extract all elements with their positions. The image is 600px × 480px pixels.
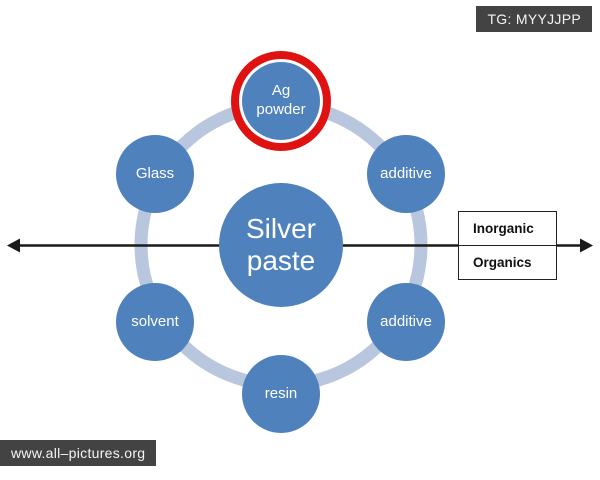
node-additive-right-bottom-label: additive bbox=[380, 312, 432, 330]
watermark-bottom-left: www.all–pictures.org bbox=[0, 440, 157, 466]
node-silver-paste: Silver paste bbox=[219, 183, 343, 307]
node-additive-right-top: additive bbox=[367, 135, 445, 213]
node-solvent: solvent bbox=[116, 283, 194, 361]
left-arrowhead-icon bbox=[7, 238, 20, 253]
node-glass-label: Glass bbox=[135, 164, 175, 182]
node-ag-powder-label: Ag powder bbox=[256, 82, 306, 118]
node-additive-right-top-label: additive bbox=[380, 164, 432, 182]
axis-label-box: Inorganic Organics bbox=[458, 211, 557, 281]
node-resin: resin bbox=[242, 355, 320, 433]
node-silver-paste-label: Silver paste bbox=[245, 212, 316, 276]
node-ag-powder: Ag powder bbox=[242, 62, 320, 140]
right-arrowhead-icon bbox=[580, 238, 593, 253]
node-glass: Glass bbox=[116, 135, 194, 213]
node-solvent-label: solvent bbox=[131, 312, 179, 330]
axis-label-organics: Organics bbox=[458, 245, 557, 280]
watermark-top-right: TG: MYYJJPP bbox=[476, 6, 592, 32]
axis-label-organics-text: Organics bbox=[473, 255, 532, 270]
node-resin-label: resin bbox=[264, 384, 298, 402]
axis-label-inorganic-text: Inorganic bbox=[473, 221, 534, 236]
axis-label-inorganic: Inorganic bbox=[458, 211, 557, 246]
node-additive-right-bottom: additive bbox=[367, 283, 445, 361]
